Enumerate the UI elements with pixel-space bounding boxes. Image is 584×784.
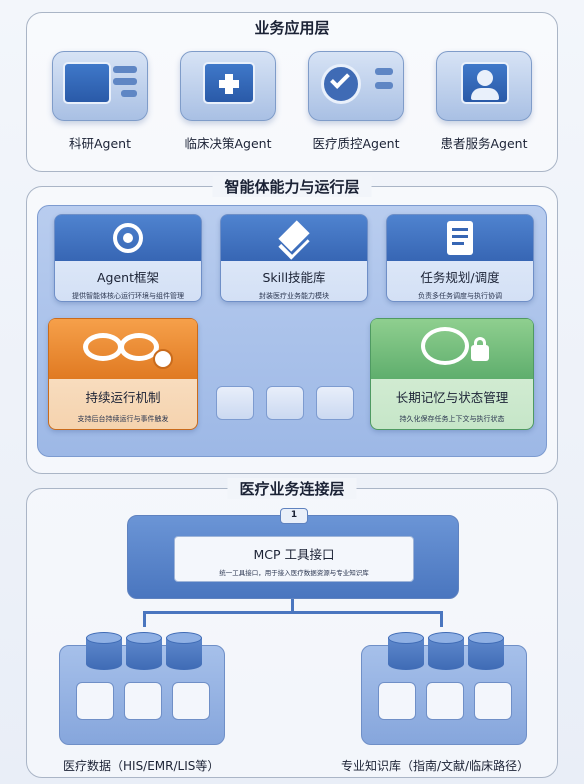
document-mini-icon xyxy=(216,386,254,420)
card-continuous-operation[interactable]: 持续运行机制 支持后台持续运行与事件触发 xyxy=(48,318,198,430)
mcp-title: MCP 工具接口 xyxy=(253,547,335,562)
agent-clinical-decision-label: 临床决策Agent xyxy=(184,136,272,151)
agent-research[interactable]: 科研Agent xyxy=(41,51,159,152)
card-agent-framework-title: Agent框架 xyxy=(97,270,159,285)
medical-data-store[interactable] xyxy=(59,632,225,745)
network-graph-icon xyxy=(474,682,512,720)
card-skill-library[interactable]: Skill技能库 封装医疗业务能力模块 xyxy=(220,214,368,302)
medical-data-label: 医疗数据（HIS/EMR/LIS等） xyxy=(63,759,220,773)
connector-right-drop xyxy=(440,611,443,627)
card-long-term-memory-title: 长期记忆与状态管理 xyxy=(395,390,509,405)
connection-layer-title: 医疗业务连接层 xyxy=(227,478,357,499)
business-layer-title: 业务应用层 xyxy=(254,19,330,37)
mcp-panel: MCP 工具接口 统一工具接口，用于接入医疗数据资源与专业知识库 xyxy=(174,536,414,582)
agent-research-label: 科研Agent xyxy=(69,136,131,151)
research-console-icon xyxy=(52,51,148,121)
lab-flask-icon xyxy=(172,682,210,720)
quality-check-icon xyxy=(308,51,404,121)
mcp-interface-bar[interactable]: 1 MCP 工具接口 统一工具接口，用于接入医疗数据资源与专业知识库 xyxy=(127,508,459,599)
agent-quality-control-label: 医疗质控Agent xyxy=(312,136,400,151)
knowledge-base-label: 专业知识库（指南/文献/临床路径） xyxy=(341,759,530,773)
card-continuous-operation-title: 持续运行机制 xyxy=(85,390,161,405)
brain-lock-icon xyxy=(371,319,533,379)
gear-brain-icon xyxy=(55,215,201,261)
card-task-scheduling[interactable]: 任务规划/调度 负责多任务调度与执行协调 xyxy=(386,214,534,302)
patient-profile-icon xyxy=(436,51,532,121)
capability-layer-title: 智能体能力与运行层 xyxy=(212,176,372,197)
card-continuous-operation-desc: 支持后台持续运行与事件触发 xyxy=(77,415,169,423)
agent-patient-service-label: 患者服务Agent xyxy=(440,136,528,151)
document-icon xyxy=(426,682,464,720)
connection-layer: 医疗业务连接层 1 MCP 工具接口 统一工具接口，用于接入医疗数据资源与专业知… xyxy=(26,478,558,778)
card-task-scheduling-desc: 负责多任务调度与执行协调 xyxy=(418,292,502,300)
connector-hub-icon xyxy=(266,386,304,420)
mcp-badge: 1 xyxy=(280,508,308,524)
image-icon xyxy=(124,682,162,720)
connector-vertical xyxy=(291,599,294,613)
agent-quality-control[interactable]: 医疗质控Agent xyxy=(297,51,415,152)
card-agent-framework-desc: 提供智能体核心运行环境与组件管理 xyxy=(72,292,184,300)
infinity-clock-icon xyxy=(49,319,197,379)
connector-horizontal xyxy=(143,611,443,614)
connector-left-drop xyxy=(143,611,146,627)
card-task-scheduling-title: 任务规划/调度 xyxy=(420,270,500,285)
book-icon xyxy=(378,682,416,720)
card-skill-library-desc: 封装医疗业务能力模块 xyxy=(259,292,329,300)
card-agent-framework[interactable]: Agent框架 提供智能体核心运行环境与组件管理 xyxy=(54,214,202,302)
patient-record-icon xyxy=(76,682,114,720)
mcp-desc: 统一工具接口，用于接入医疗数据资源与专业知识库 xyxy=(219,569,369,577)
stack-layers-icon xyxy=(221,215,367,261)
clinical-monitor-icon xyxy=(180,51,276,121)
card-skill-library-title: Skill技能库 xyxy=(262,270,326,285)
card-long-term-memory-desc: 持久化保存任务上下文与执行状态 xyxy=(399,415,505,423)
checklist-mini-icon xyxy=(316,386,354,420)
knowledge-base-store[interactable] xyxy=(361,632,527,745)
card-long-term-memory[interactable]: 长期记忆与状态管理 持久化保存任务上下文与执行状态 xyxy=(370,318,534,430)
agent-patient-service[interactable]: 患者服务Agent xyxy=(425,51,543,152)
business-layer: 业务应用层 科研Agent 临床决策Agent 医疗质控Agent xyxy=(26,12,558,172)
agent-clinical-decision[interactable]: 临床决策Agent xyxy=(169,51,287,152)
clipboard-list-icon xyxy=(387,215,533,261)
